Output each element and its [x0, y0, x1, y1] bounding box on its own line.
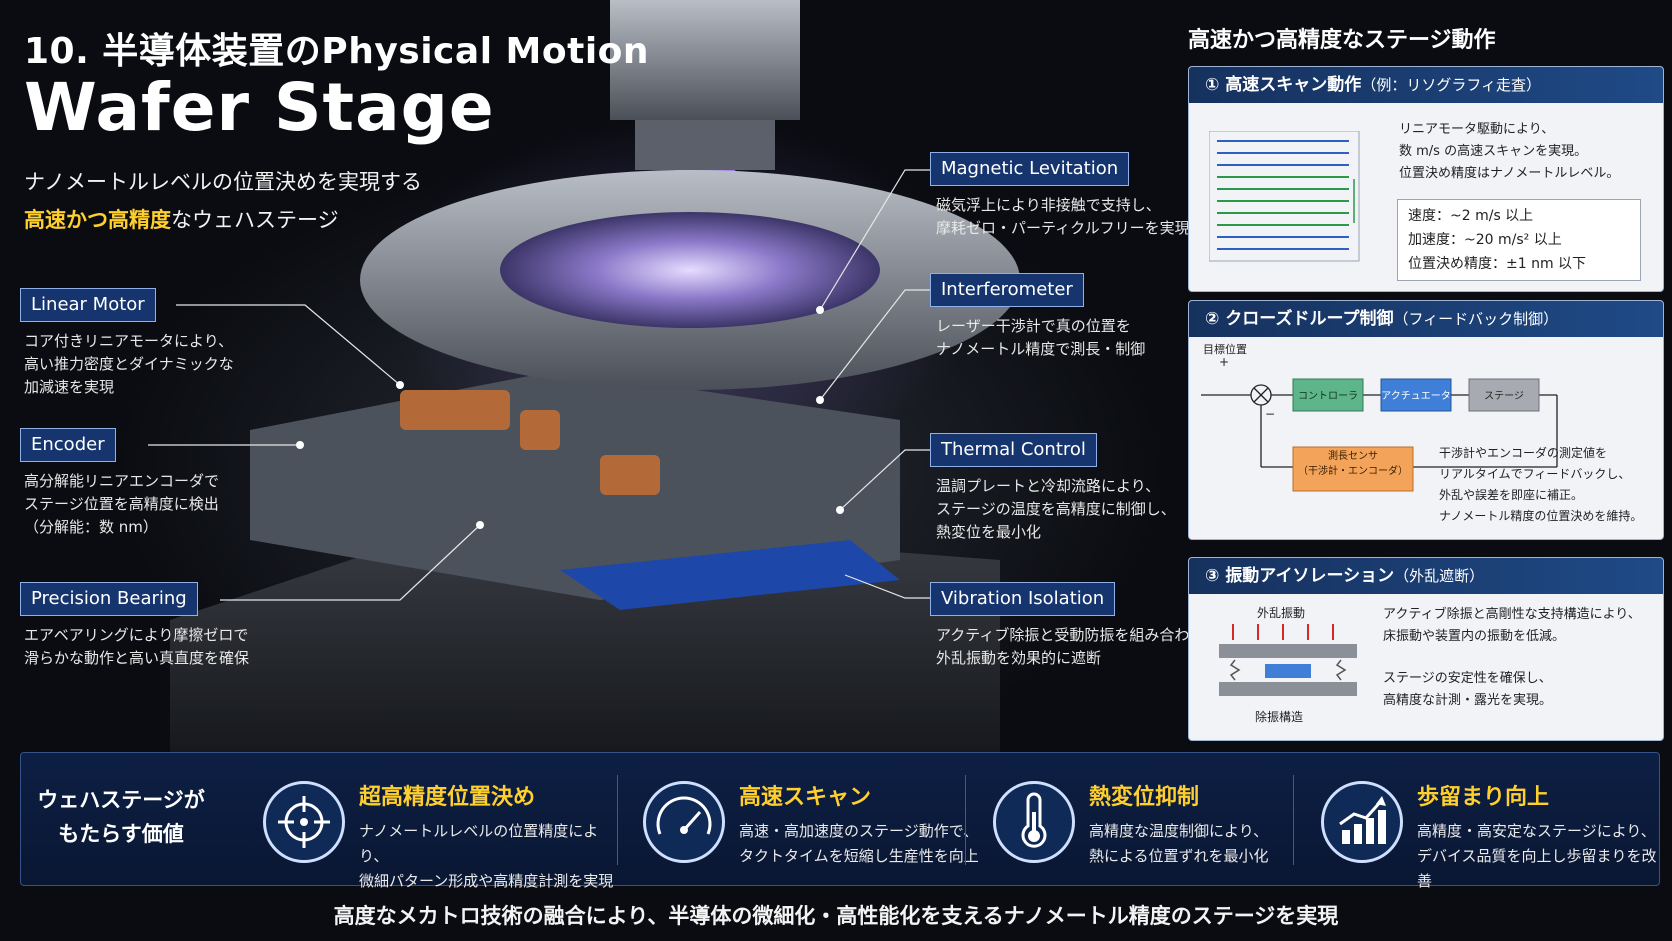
subtitle-line-1: ナノメートルレベルの位置決めを実現する: [24, 170, 422, 194]
control-loop-diagram: [1201, 378, 1558, 492]
panel-closed-loop-control: ② クローズドループ制御（フィードバック制御） 目標位置 + − コントローラ …: [1188, 300, 1664, 540]
panel-3-text-1: アクティブ除振と高剛性な支持構造により、 床振動や装置内の振動を低減。: [1383, 607, 1641, 644]
value-desc-precision: ナノメートルレベルの位置精度により、 微細パターン形成や高精度計測を実現: [359, 822, 614, 890]
panel-high-speed-scan: ① 高速スキャン動作（例：リソグラフィ走査） リニアモータ駆動により、 数 m/…: [1188, 66, 1664, 292]
value-band-title: ウェハステージが もたらす価値: [37, 788, 205, 846]
slide-number-title: 10. 半導体装置のPhysical Motion: [24, 31, 650, 72]
spec-positioning-accuracy: 位置決め精度：±1 nm 以下: [1408, 256, 1587, 272]
leader-linear-motor: [176, 304, 401, 386]
page-title: Wafer Stage: [24, 69, 495, 146]
coil-1: [400, 390, 510, 430]
panel-1-header: ① 高速スキャン動作（例：リソグラフィ走査）: [1189, 67, 1663, 103]
plus-sign: +: [1219, 355, 1230, 369]
value-item-high-speed: 高速スキャン 高速・高加速度のステージ動作で、 タクトタイムを短縮し生産性を向上: [621, 753, 981, 887]
subtitle-line-2: 高速かつ高精度なウェハステージ: [24, 204, 339, 234]
callout-vibration-isolation-desc: アクティブ除振と受動防振を組み合わせ、 外乱振動を効果的に遮断: [936, 626, 1220, 667]
callout-encoder-label: Encoder: [20, 428, 116, 462]
value-desc-yield: 高精度・高安定なステージにより、 デバイス品質を向上し歩留まりを改善: [1417, 822, 1657, 890]
panel-1-text: リニアモータ駆動により、 数 m/s の高速スキャンを実現。 位置決め精度はナノ…: [1399, 122, 1620, 181]
value-desc-high-speed: 高速・高加速度のステージ動作で、 タクトタイムを短縮し生産性を向上: [739, 822, 979, 865]
value-title-high-speed: 高速スキャン: [739, 785, 872, 810]
callout-linear-motor-label: Linear Motor: [20, 288, 156, 322]
subtitle-rest: なウェハステージ: [171, 208, 339, 232]
callout-magnetic-levitation-desc: 磁気浮上により非接触で支持し、 摩耗ゼロ・パーティクルフリーを実現: [936, 196, 1190, 237]
sensor-line-1: 測長センサ: [1328, 451, 1378, 462]
leader-precision-bearing: [220, 524, 481, 601]
sensor-block: 測長センサ （干渉計・エンコーダ）: [1293, 449, 1413, 479]
optics-lens: [635, 120, 775, 170]
value-item-precision: 超高精度位置決め ナノメートルレベルの位置精度により、 微細パターン形成や高精度…: [241, 753, 621, 890]
panel-3-header: ③ 振動アイソレーション（外乱遮断）: [1189, 558, 1663, 594]
value-item-thermal: 熱変位抑制 高精度な温度制御により、 熱による位置ずれを最小化: [971, 753, 1291, 887]
isolation-structure-label: 除振構造: [1255, 710, 1304, 724]
disturbance-label: 外乱振動: [1257, 606, 1306, 620]
panel-3-title: ③ 振動アイソレーション: [1205, 566, 1395, 586]
optics-column: [610, 0, 800, 120]
coil-3: [520, 410, 560, 450]
crosshair-icon: [263, 781, 345, 863]
callout-precision-bearing-desc: エアベアリングにより摩擦ゼロで 滑らかな動作と高い真直度を確保: [24, 626, 250, 667]
callout-vibration-isolation-label: Vibration Isolation: [930, 582, 1116, 616]
target-position-label: 目標位置: [1203, 343, 1247, 356]
leader-interferometer: [819, 289, 930, 401]
spec-acceleration: 加速度：~20 m/s² 以上: [1408, 232, 1562, 248]
panel-1-title-sub: （例：リソグラフィ走査）: [1361, 76, 1542, 94]
controller-block: コントローラ: [1298, 391, 1358, 402]
value-title-yield: 歩留まり向上: [1417, 785, 1550, 810]
leader-thermal-control: [839, 449, 930, 511]
band-divider-3: [1293, 775, 1294, 865]
stage-plate: [560, 540, 900, 610]
value-band: ウェハステージが もたらす価値 超高精度位置決め ナノメートルレベルの位置精度に…: [20, 752, 1660, 890]
speedometer-icon: [643, 781, 725, 863]
subtitle-highlight: 高速かつ高精度: [24, 208, 171, 232]
callout-linear-motor-desc: コア付きリニアモータにより、 高い推力密度とダイナミックな 加減速を実現: [24, 332, 234, 396]
actuator-block: アクチュエータ: [1381, 391, 1451, 402]
minus-sign: −: [1265, 407, 1276, 421]
panel-2-title: ② クローズドループ制御: [1205, 309, 1394, 329]
panel-2-title-sub: （フィードバック制御）: [1393, 310, 1559, 328]
right-heading: 高速かつ高精度なステージ動作: [1188, 28, 1496, 53]
panel-3-title-sub: （外乱遮断）: [1394, 567, 1485, 585]
callout-magnetic-levitation-label: Magnetic Levitation: [930, 152, 1130, 186]
value-item-yield: 歩留まり向上 高精度・高安定なステージにより、 デバイス品質を向上し歩留まりを改…: [1299, 753, 1659, 890]
panel-vibration-isolation: ③ 振動アイソレーション（外乱遮断） 外乱振動 除振構造 アクティブ除振と高剛性…: [1188, 557, 1664, 741]
panel-3-text-2: ステージの安定性を確保し、 高精度な計測・露光を実現。: [1383, 671, 1553, 708]
spec-speed: 速度：~2 m/s 以上: [1408, 208, 1534, 224]
scan-path-diagram: [1209, 131, 1360, 262]
callout-thermal-control-desc: 温調プレートと冷却流路により、 ステージの温度を高精度に制御し、 熱変位を最小化: [936, 477, 1176, 541]
value-title-thermal: 熱変位抑制: [1089, 785, 1200, 810]
footer-summary: 高度なメカトロ技術の融合により、半導体の微細化・高性能化を支えるナノメートル精度…: [333, 904, 1339, 928]
thermometer-icon: [993, 781, 1075, 863]
callout-interferometer-desc: レーザー干渉計で真の位置を ナノメートル精度で測長・制御: [936, 317, 1146, 358]
callout-thermal-control-label: Thermal Control: [930, 433, 1097, 467]
band-divider-2: [965, 775, 966, 865]
panel-1-spec-box: 速度：~2 m/s 以上 加速度：~20 m/s² 以上 位置決め精度：±1 n…: [1397, 199, 1641, 281]
coil-2: [600, 455, 660, 495]
panel-2-text: 干渉計やエンコーダの測定値を リアルタイムでフィードバックし、 外乱や誤差を即座…: [1439, 446, 1643, 523]
panel-2-header: ② クローズドループ制御（フィードバック制御）: [1189, 301, 1663, 337]
panel-1-title: ① 高速スキャン動作: [1205, 75, 1362, 95]
leader-magnetic-levitation: [819, 169, 930, 311]
wafer: [500, 212, 880, 328]
sensor-line-2: （干渉計・エンコーダ）: [1298, 466, 1408, 477]
value-desc-thermal: 高精度な温度制御により、 熱による位置ずれを最小化: [1089, 822, 1269, 865]
callout-interferometer-label: Interferometer: [930, 273, 1084, 307]
callout-precision-bearing-label: Precision Bearing: [20, 582, 198, 616]
value-title-precision: 超高精度位置決め: [359, 785, 536, 810]
stage-block: ステージ: [1484, 391, 1524, 402]
callout-encoder-desc: 高分解能リニアエンコーダで ステージ位置を高精度に検出 （分解能：数 nm）: [24, 472, 220, 536]
growth-chart-icon: [1321, 781, 1403, 863]
isolation-diagram: [1219, 624, 1357, 696]
leader-vibration-isolation: [844, 574, 930, 599]
band-divider-1: [617, 775, 618, 865]
